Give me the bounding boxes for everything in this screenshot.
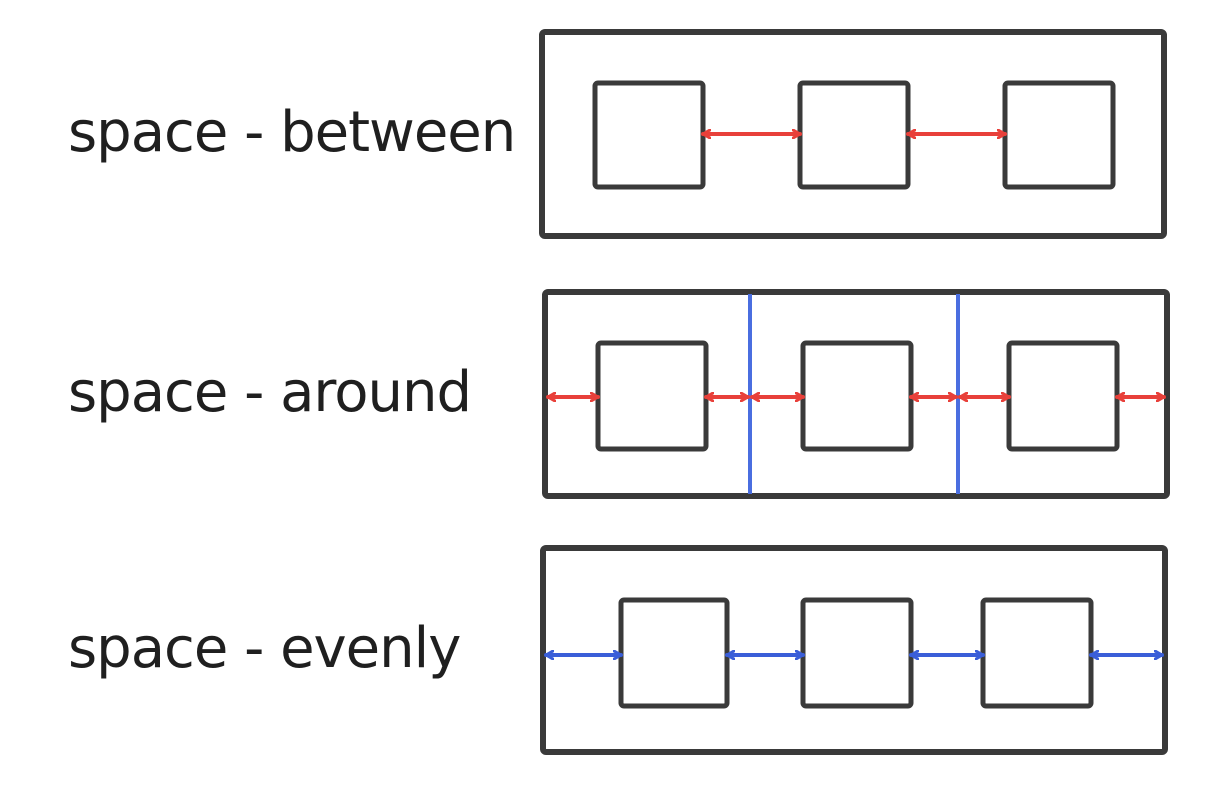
- flex-item-box: [618, 597, 730, 709]
- label-space-between: space - between: [68, 100, 516, 165]
- flex-item-box: [800, 340, 914, 452]
- flex-item-box: [980, 597, 1094, 709]
- flex-item-box: [800, 597, 914, 709]
- label-space-evenly: space - evenly: [68, 616, 461, 681]
- container-box: [542, 289, 1170, 499]
- flex-item-box: [592, 80, 706, 190]
- row-space-between: [539, 29, 1167, 239]
- flex-item-box: [1002, 80, 1116, 190]
- label-space-around: space - around: [68, 360, 472, 425]
- flex-item-box: [797, 80, 911, 190]
- row-space-around: [542, 289, 1170, 499]
- container-box: [540, 545, 1168, 755]
- flex-item-box: [595, 340, 709, 452]
- row-space-evenly: [540, 545, 1168, 755]
- container-box: [539, 29, 1167, 239]
- flex-item-box: [1006, 340, 1120, 452]
